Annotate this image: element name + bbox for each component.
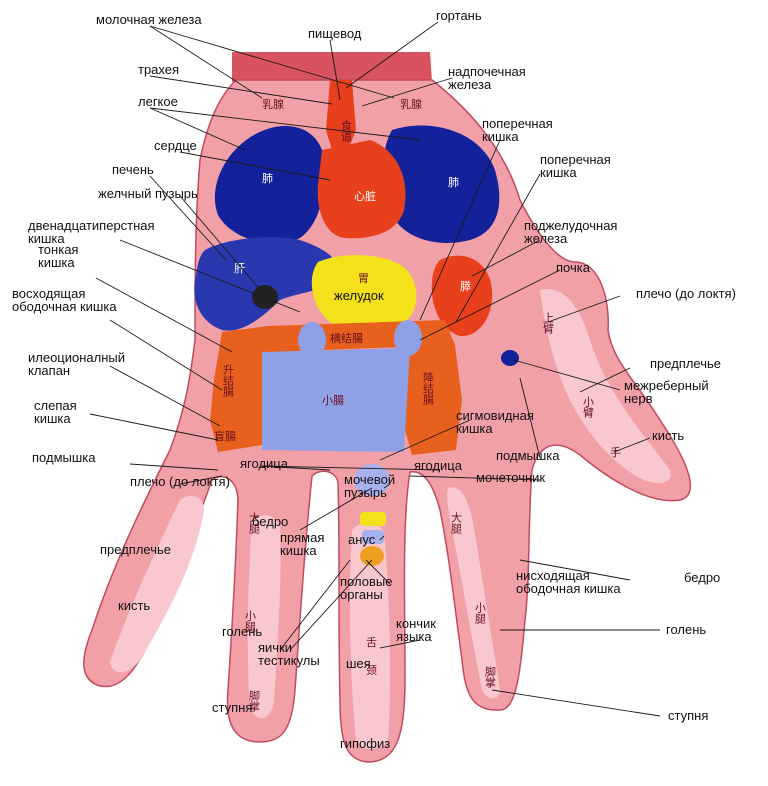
label-thigh-right: бедро	[684, 570, 720, 585]
label-buttock-1: ягодица	[240, 456, 289, 471]
glyph-small-intestine: 小腸	[322, 394, 344, 407]
glyph-descending-colon: 降结腸	[422, 371, 435, 406]
label-armpit-left: подмышка	[32, 450, 96, 465]
label-lung: легкое	[138, 94, 178, 109]
label-wrist-right: кисть	[652, 428, 684, 443]
glyph-tongue: 舌	[366, 636, 377, 649]
glyph-hand: 手	[610, 445, 621, 459]
label-stomach: желудок	[334, 288, 384, 303]
label-esophagus: пищевод	[308, 26, 362, 41]
label-gallbladder: желчный пузырь	[98, 186, 198, 201]
glyph-upper-arm: 上臂	[542, 312, 555, 335]
label-foot-left: ступня	[212, 700, 252, 715]
glyph-liver: 肝	[234, 262, 245, 275]
wrist-band	[232, 52, 432, 82]
glyph-thigh-right: 大腿	[450, 511, 463, 535]
left-kidney	[298, 322, 326, 358]
label-anus: анус	[348, 532, 376, 547]
label-liver: печень	[112, 162, 154, 177]
rectum	[360, 512, 386, 526]
glyph-pancreas: 膵	[460, 280, 471, 293]
intercostal-nerve-spot	[501, 350, 519, 366]
glyph-stomach: 胃	[358, 272, 369, 285]
label-buttock-2: ягодица	[414, 458, 463, 473]
gallbladder	[252, 285, 278, 309]
label-armpit-right: подмышка	[496, 448, 560, 463]
label-ureter: мочеточник	[476, 470, 545, 485]
label-neck: шея	[346, 656, 371, 671]
label-wrist-left: кисть	[118, 598, 150, 613]
label-upper-arm-left: плечо (до локтя)	[130, 474, 230, 489]
glyph-lung-left: 肺	[262, 172, 273, 185]
label-heart: сердце	[154, 138, 197, 153]
label-testicles: яичкитестикулы	[258, 640, 320, 668]
glyph-lung-right: 肺	[448, 176, 459, 189]
label-kidney: почка	[556, 260, 591, 275]
glyph-transverse-colon: 横结腸	[330, 331, 363, 345]
label-forearm-left: предплечье	[100, 542, 171, 557]
label-forearm-right: предплечье	[650, 356, 721, 371]
label-foot-right: ступня	[668, 708, 708, 723]
label-larynx: гортань	[436, 8, 482, 23]
glyph-ascending-colon: 升结腸	[222, 364, 235, 398]
label-trachea: трахея	[138, 62, 179, 77]
label-thigh-left: бедро	[252, 514, 288, 529]
label-upper-arm-right: плечо (до локтя)	[636, 286, 736, 301]
right-kidney	[394, 320, 422, 356]
glyph-blind-gut: 盲腸	[214, 429, 236, 443]
glyph-forearm: 小臂	[582, 396, 595, 419]
label-shin-left: голень	[222, 624, 262, 639]
label-shin-right: голень	[666, 622, 706, 637]
glyph-shin-right: 小腿	[474, 602, 487, 625]
label-pituitary: гипофиз	[340, 736, 390, 751]
glyph-breast-left: 乳腺	[262, 97, 284, 111]
label-breast: молочная железа	[96, 12, 202, 27]
genitals	[360, 546, 384, 566]
glyph-foot-right: 脚掌	[484, 665, 497, 688]
glyph-breast-right: 乳腺	[400, 97, 422, 111]
glyph-heart: 心脏	[354, 190, 376, 203]
